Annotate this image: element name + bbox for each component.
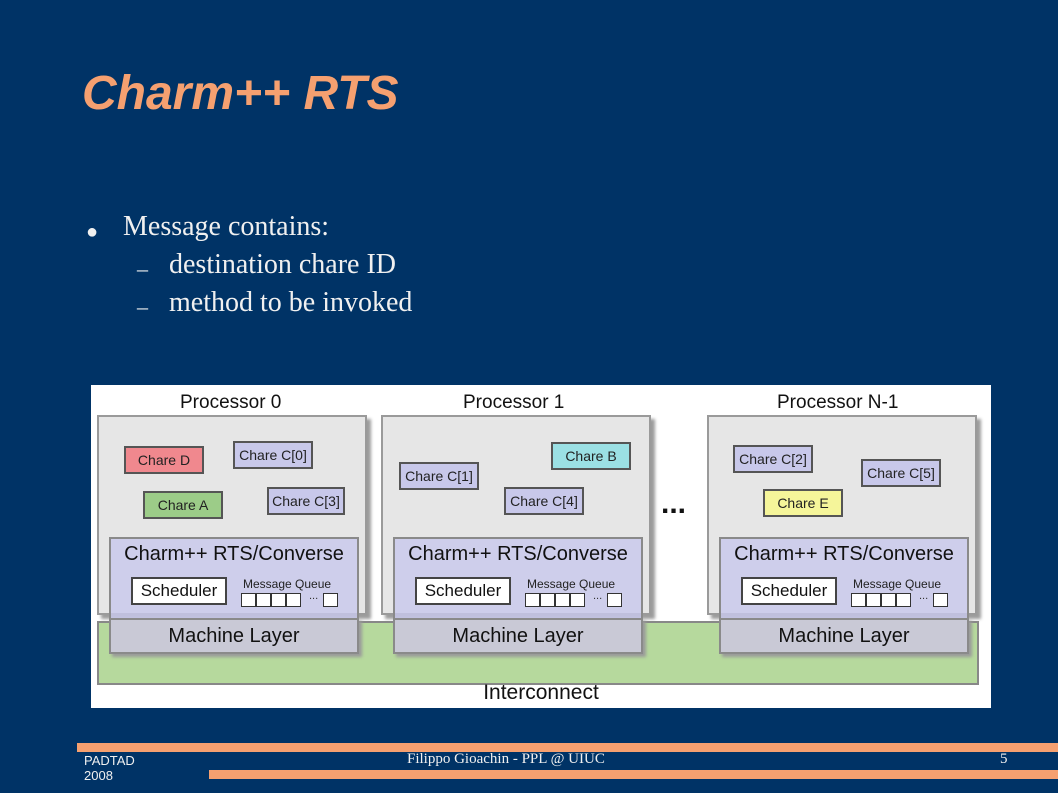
scheduler-box: Scheduler: [131, 577, 227, 605]
more-processors-ellipsis: ...: [661, 487, 687, 520]
slide-title: Charm++ RTS: [82, 67, 399, 120]
queue-dots: ...: [919, 590, 929, 602]
page-number: 5: [1000, 751, 1008, 767]
rts-converse-box-1: Charm++ RTS/Converse Scheduler Message Q…: [393, 537, 643, 621]
machine-layer-0: Machine Layer: [109, 618, 359, 654]
chare-c0: Chare C[0]: [233, 441, 313, 469]
rts-title: Charm++ RTS/Converse: [408, 543, 628, 565]
chare-c3: Chare C[3]: [267, 487, 345, 515]
bullet-dot-icon: ●: [86, 221, 99, 243]
queue-slot: [525, 593, 540, 607]
rts-converse-box-n-1: Charm++ RTS/Converse Scheduler Message Q…: [719, 537, 969, 621]
queue-slot: [881, 593, 896, 607]
interconnect-label: Interconnect: [483, 681, 599, 704]
bullet-sub-2: method to be invoked: [169, 287, 413, 318]
chare-c2: Chare C[2]: [733, 445, 813, 473]
machine-layer-n-1: Machine Layer: [719, 618, 969, 654]
queue-slot: [271, 593, 286, 607]
scheduler-box: Scheduler: [741, 577, 837, 605]
footer-event-name: PADTAD: [84, 753, 135, 768]
queue-slot: [570, 593, 585, 607]
bullet-main: Message contains:: [123, 211, 330, 242]
message-queue-label: Message Queue: [527, 577, 616, 591]
queue-slot: [323, 593, 338, 607]
footer-bar-top: [77, 743, 1058, 752]
queue-slot: [851, 593, 866, 607]
chare-a: Chare A: [143, 491, 223, 519]
footer-author: Filippo Gioachin - PPL @ UIUC: [407, 751, 605, 767]
queue-slot: [607, 593, 622, 607]
footer-bar-bottom: [209, 770, 1058, 779]
chare-d: Chare D: [124, 446, 204, 474]
scheduler-box: Scheduler: [415, 577, 511, 605]
queue-slot: [866, 593, 881, 607]
chare-c5: Chare C[5]: [861, 459, 941, 487]
rts-converse-box-0: Charm++ RTS/Converse Scheduler Message Q…: [109, 537, 359, 621]
queue-slot: [933, 593, 948, 607]
processor-0-title: Processor 0: [180, 392, 282, 413]
processor-1-title: Processor 1: [463, 392, 565, 413]
queue-slot: [896, 593, 911, 607]
charm-rts-diagram: Processor 0 Processor 1 Processor N-1 Ch…: [91, 385, 991, 708]
bullet-sub-1: destination chare ID: [169, 249, 397, 280]
queue-dots: ...: [593, 590, 603, 602]
chare-c1: Chare C[1]: [399, 462, 479, 490]
chare-e: Chare E: [763, 489, 843, 517]
footer-event-year: 2008: [84, 768, 113, 783]
chare-b: Chare B: [551, 442, 631, 470]
queue-slot: [286, 593, 301, 607]
footer-event: PADTAD 2008: [84, 753, 135, 783]
queue-dots: ...: [309, 590, 319, 602]
chare-c4: Chare C[4]: [504, 487, 584, 515]
queue-slot: [241, 593, 256, 607]
dash-icon: –: [137, 294, 148, 319]
rts-title: Charm++ RTS/Converse: [124, 543, 344, 565]
machine-layer-1: Machine Layer: [393, 618, 643, 654]
queue-slot: [555, 593, 570, 607]
queue-slot: [256, 593, 271, 607]
message-queue-label: Message Queue: [243, 577, 332, 591]
rts-title: Charm++ RTS/Converse: [734, 543, 954, 565]
queue-slot: [540, 593, 555, 607]
message-queue-label: Message Queue: [853, 577, 942, 591]
processor-n-1-title: Processor N-1: [777, 392, 899, 413]
dash-icon: –: [137, 256, 148, 281]
